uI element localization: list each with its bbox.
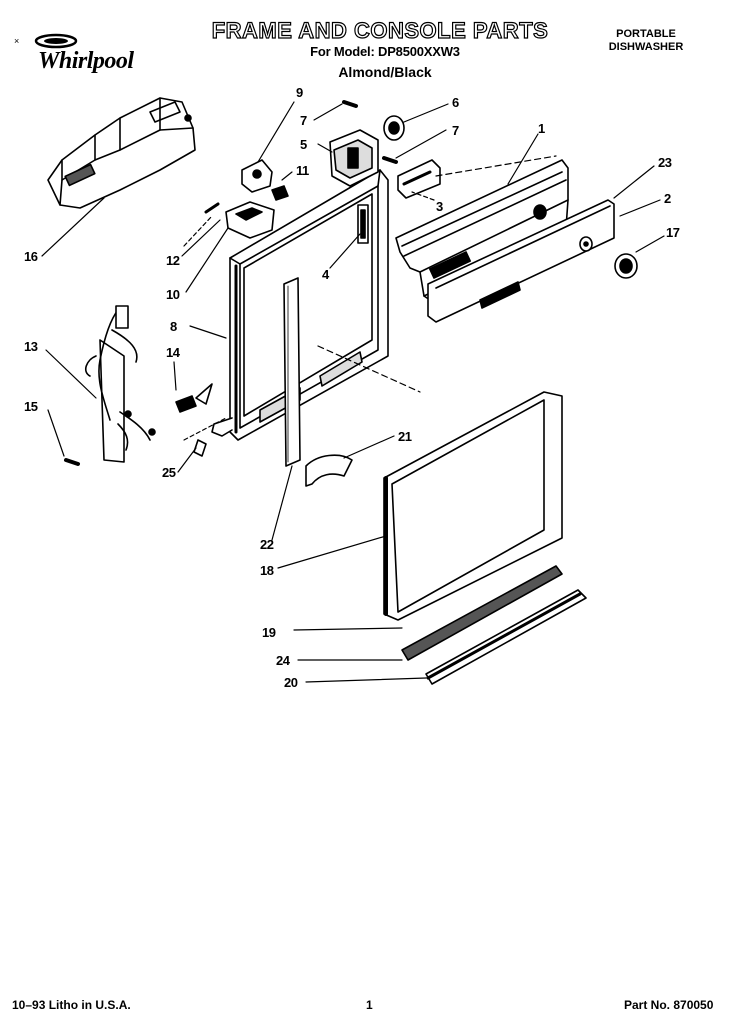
callout-3: 3 — [436, 199, 443, 214]
part-15-screw — [64, 458, 80, 466]
callout-25: 25 — [162, 465, 176, 480]
callout-21: 21 — [398, 429, 412, 444]
part-18-door-panel — [383, 391, 563, 621]
part-14-plug — [175, 383, 213, 413]
callout-8: 8 — [170, 319, 177, 334]
part-24-trim-strip — [401, 565, 563, 661]
part-21-handle-clip — [305, 454, 353, 487]
product-type: PORTABLE DISHWASHER — [596, 28, 696, 54]
litho-note: 10–93 Litho in U.S.A. — [12, 998, 131, 1012]
whirlpool-logo — [34, 33, 78, 49]
part-13-wire-harness — [84, 305, 156, 463]
callout-11: 11 — [296, 163, 309, 178]
callout-5: 5 — [300, 137, 307, 152]
callout-7-right: 7 — [452, 123, 459, 138]
callout-6: 6 — [452, 95, 459, 110]
page-number: 1 — [366, 998, 373, 1012]
part-11-clip — [271, 185, 289, 201]
callout-1: 1 — [538, 121, 545, 136]
brand-wordmark: Whirlpool — [38, 48, 134, 74]
callout-9: 9 — [296, 85, 303, 100]
callout-23: 23 — [658, 155, 672, 170]
callout-22: 22 — [260, 537, 274, 552]
callout-19: 19 — [262, 625, 276, 640]
part-17-knob — [614, 253, 638, 279]
part-7-screw-a — [342, 100, 358, 108]
color-variant: Almond/Black — [338, 64, 432, 80]
part-number: Part No. 870050 — [624, 998, 714, 1012]
part-1-console — [395, 159, 569, 301]
product-type-line-1: PORTABLE — [616, 28, 676, 40]
callout-12: 12 — [166, 253, 180, 268]
callout-13: 13 — [24, 339, 38, 354]
part-5-timer — [329, 129, 379, 187]
leader-lines — [41, 101, 665, 683]
callout-14: 14 — [166, 345, 180, 360]
callout-16: 16 — [24, 249, 38, 264]
callout-20: 20 — [284, 675, 298, 690]
part-22-strip — [283, 277, 301, 467]
page-title: FRAME AND CONSOLE PARTS — [211, 17, 549, 43]
part-7-screw-b — [382, 156, 398, 164]
callout-17: 17 — [666, 225, 680, 240]
callout-10: 10 — [166, 287, 180, 302]
callout-2: 2 — [664, 191, 671, 206]
callout-4: 4 — [322, 267, 329, 282]
part-10-mount — [225, 201, 275, 239]
callout-7-top: 7 — [300, 113, 307, 128]
callout-24: 24 — [276, 653, 290, 668]
part-2-control-panel — [427, 199, 615, 323]
part-12-screw — [204, 202, 220, 214]
part-6-knob — [383, 115, 405, 141]
corner-mark: × — [14, 36, 20, 46]
model-number: For Model: DP8500XXW3 — [310, 44, 460, 59]
callout-15: 15 — [24, 399, 38, 414]
product-type-line-2: DISHWASHER — [608, 41, 684, 53]
part-16-bracket — [47, 97, 196, 209]
part-3-bracket — [397, 159, 441, 199]
part-9-switch — [241, 159, 273, 193]
callout-18: 18 — [260, 563, 274, 578]
part-20-trim-strip — [425, 589, 587, 685]
